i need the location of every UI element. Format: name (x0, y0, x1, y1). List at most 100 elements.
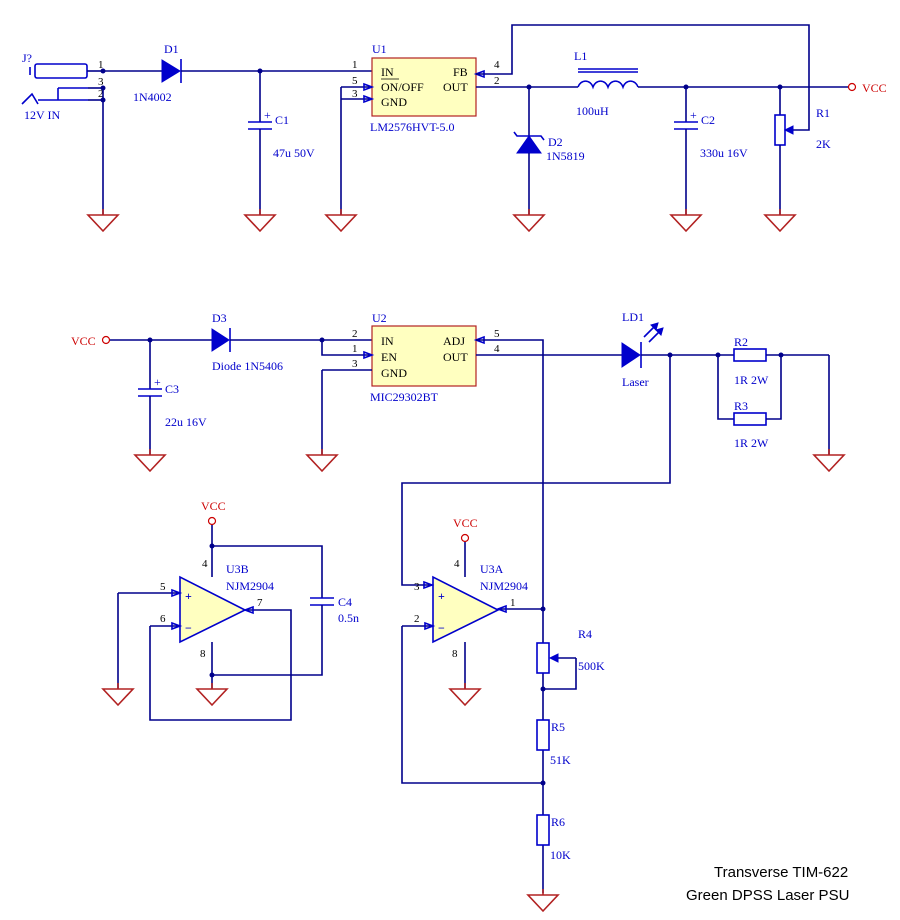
pin-label: 4 (494, 59, 500, 71)
u1-pin-gnd: GND (381, 95, 407, 109)
pin-label: 4 (454, 558, 460, 570)
pin-label: 3 (414, 581, 420, 593)
r1-ref: R1 (816, 106, 830, 120)
vcc-net-label: VCC (201, 499, 226, 513)
d2-value: 1N5819 (546, 149, 585, 163)
svg-text:+: + (154, 375, 161, 389)
pin-label: 1 (98, 59, 104, 71)
c3-ref: C3 (165, 382, 179, 396)
pin-label: 2 (414, 613, 420, 625)
l1-value: 100uH (576, 104, 609, 118)
pin-label: 5 (352, 75, 358, 87)
j2-ref: J? (22, 51, 32, 65)
capacitor-c4 (310, 597, 334, 606)
r3-ref: R3 (734, 399, 748, 413)
u1-pin-onoff: ON/OFF (381, 80, 424, 94)
r5-ref: R5 (551, 720, 565, 734)
plus-sign: + (438, 589, 445, 603)
c2-ref: C2 (701, 113, 715, 127)
resistor-r2 (733, 348, 767, 362)
diode-d1 (161, 59, 182, 83)
c4-ref: C4 (338, 595, 352, 609)
u3b-ref: U3B (226, 562, 249, 576)
r5-value: 51K (550, 753, 571, 767)
u1-ref: U1 (372, 42, 387, 56)
pin-label: 3 (352, 88, 358, 100)
j2-value: 12V IN (24, 108, 60, 122)
pin-label: 1 (352, 343, 358, 355)
pin-label: 4 (202, 558, 208, 570)
u1-pin-fb: FB (453, 65, 468, 79)
u1-pin-in: IN (381, 65, 394, 79)
vcc-net-label: VCC (862, 81, 887, 95)
pin-label: 3 (352, 358, 358, 370)
pin-label: 8 (452, 648, 458, 660)
minus-sign: − (185, 621, 192, 635)
resistor-r6 (536, 814, 550, 846)
pin-label: 7 (257, 597, 263, 609)
u2-pin-in: IN (381, 334, 394, 348)
title-line-2: Green DPSS Laser PSU (686, 887, 849, 904)
ic-u2 (371, 325, 477, 387)
u2-ref: U2 (372, 311, 387, 325)
opamp-u3a (432, 575, 500, 644)
schottky-diode-d2 (513, 131, 545, 154)
l1-ref: L1 (574, 49, 587, 63)
resistor-r5 (536, 719, 550, 751)
u3b-value: NJM2904 (226, 579, 274, 593)
d3-value: Diode 1N5406 (212, 359, 283, 373)
u2-value: MIC29302BT (370, 390, 439, 404)
r3-value: 1R 2W (734, 436, 769, 450)
d3-ref: D3 (212, 311, 227, 325)
svg-text:+: + (264, 108, 271, 122)
pin-label: 4 (494, 343, 500, 355)
d2-ref: D2 (548, 135, 563, 149)
u1-value: LM2576HVT-5.0 (370, 120, 455, 134)
pin-label: 2 (352, 328, 358, 340)
u2-pin-en: EN (381, 350, 397, 364)
laser-diode-ld1 (621, 322, 664, 368)
r2-value: 1R 2W (734, 373, 769, 387)
d1-value: 1N4002 (133, 90, 172, 104)
u2-pin-gnd: GND (381, 366, 407, 380)
diode-d3 (211, 328, 231, 352)
u3a-ref: U3A (480, 562, 504, 576)
pin-label: 1 (352, 59, 358, 71)
ld1-ref: LD1 (622, 310, 644, 324)
title-line-1: Transverse TIM-622 (714, 864, 848, 881)
r4-value: 500K (578, 659, 605, 673)
c2-value: 330u 16V (700, 146, 748, 160)
jack-j2 (21, 63, 103, 105)
plus-sign: + (185, 589, 192, 603)
c1-ref: C1 (275, 113, 289, 127)
pin-label: 2 (494, 75, 500, 87)
u2-pin-out: OUT (443, 350, 468, 364)
u2-pin-adj: ADJ (443, 334, 465, 348)
resistor-r3 (733, 412, 767, 426)
r4-ref: R4 (578, 627, 592, 641)
c3-value: 22u 16V (165, 415, 207, 429)
pin-label: 5 (160, 581, 166, 593)
r2-ref: R2 (734, 335, 748, 349)
d1-ref: D1 (164, 42, 179, 56)
c4-value: 0.5n (338, 611, 359, 625)
u3a-value: NJM2904 (480, 579, 528, 593)
pin-label: 5 (494, 328, 500, 340)
pin-label: 8 (200, 648, 206, 660)
r6-value: 10K (550, 848, 571, 862)
r6-ref: R6 (551, 815, 565, 829)
c1-value: 47u 50V (273, 146, 315, 160)
vcc-net-label: VCC (71, 334, 96, 348)
pin-label: 2 (98, 88, 104, 100)
pin-label: 3 (98, 76, 104, 88)
r1-value: 2K (816, 137, 831, 151)
opamp-u3b (179, 575, 247, 644)
potentiometer-r4 (536, 642, 577, 690)
inductor-l1 (577, 68, 639, 90)
pin-label: 1 (510, 597, 516, 609)
u1-pin-out: OUT (443, 80, 468, 94)
ld1-value: Laser (622, 375, 649, 389)
minus-sign: − (438, 621, 445, 635)
vcc-net-label: VCC (453, 516, 478, 530)
